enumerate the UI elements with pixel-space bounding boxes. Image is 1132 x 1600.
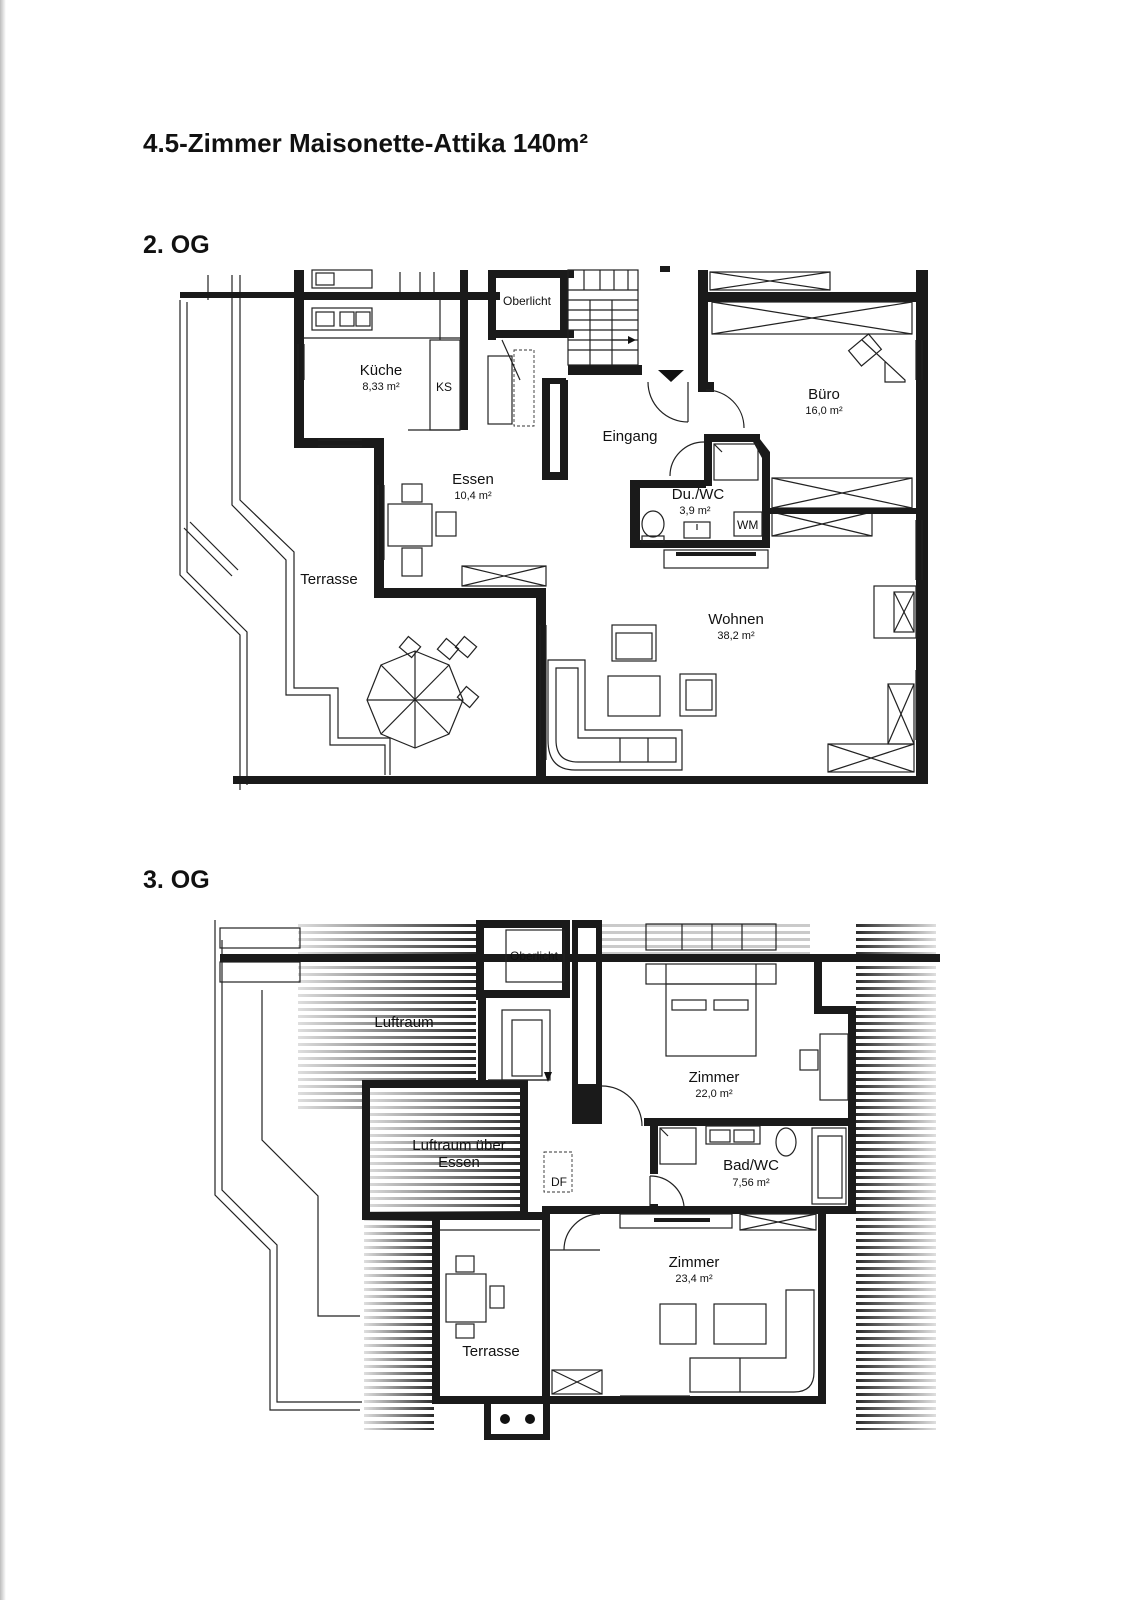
bath-fixtures	[659, 1125, 847, 1205]
zimmer-2-fixtures	[545, 1213, 817, 1397]
room-kueche-area: 8,33 m²	[362, 381, 400, 393]
buero-fixtures	[709, 271, 918, 537]
floor-2-label: 2. OG	[143, 231, 210, 259]
room-buero-name: Büro	[808, 386, 840, 403]
page-title: 4.5-Zimmer Maisonette-Attika 140m²	[143, 128, 589, 158]
room-badwc-area: 7,56 m²	[732, 1177, 770, 1189]
room-zimmer-2-name: Zimmer	[669, 1254, 720, 1271]
shower-wc-fixtures	[641, 443, 769, 569]
room-duwc-name: Du./WC	[672, 486, 725, 503]
room-zimmer-2-area: 23,4 m²	[675, 1273, 713, 1285]
eingang-label: Eingang	[602, 428, 657, 445]
outline-3-og	[214, 920, 362, 1411]
df-label: DF	[551, 1175, 567, 1189]
room-essen-area: 10,4 m²	[454, 490, 492, 502]
stairs-2-og	[487, 269, 639, 427]
luftraum-essen-label-1: Luftraum über	[412, 1137, 505, 1154]
room-essen-name: Essen	[452, 471, 494, 488]
windows-2-og	[297, 340, 923, 760]
room-zimmer-1-name: Zimmer	[689, 1069, 740, 1086]
floor-3-label: 3. OG	[143, 866, 210, 894]
essen-fixtures	[387, 483, 547, 587]
kitchen-fixtures	[304, 269, 461, 431]
labels-3-og: Oberlicht Luftraum Zimmer 22,0 m² Luftra…	[374, 949, 779, 1360]
terrasse-label-2og: Terrasse	[300, 571, 358, 588]
doors-3-og	[550, 1085, 685, 1251]
terrace-table-3og	[440, 1229, 540, 1339]
terrace-outline	[179, 275, 391, 790]
umbrella-table	[366, 635, 480, 749]
oberlicht-label-3og: Oberlicht	[510, 949, 559, 963]
room-duwc-area: 3,9 m²	[679, 505, 711, 517]
room-zimmer-1-area: 22,0 m²	[695, 1088, 733, 1100]
roof-hatching	[298, 920, 936, 1430]
ks-label: KS	[436, 380, 452, 394]
terrasse-label-3og: Terrasse	[462, 1343, 520, 1360]
plan-3-og: Oberlicht Luftraum Zimmer 22,0 m² Luftra…	[214, 920, 940, 1440]
luftraum-essen-label-2: Essen	[438, 1154, 480, 1171]
room-wohnen-name: Wohnen	[708, 611, 764, 628]
room-badwc-name: Bad/WC	[723, 1157, 779, 1174]
room-wohnen-area: 38,2 m²	[717, 630, 755, 642]
wohnen-fixtures	[547, 585, 917, 773]
labels-2-og: Oberlicht Küche 8,33 m² KS Büro 16,0 m² …	[300, 294, 843, 642]
luftraum-label: Luftraum	[374, 1014, 433, 1031]
oberlicht-label-2og: Oberlicht	[503, 294, 552, 308]
wm-label: WM	[737, 518, 758, 532]
entrance	[647, 370, 745, 477]
room-buero-area: 16,0 m²	[805, 405, 843, 417]
page-edge	[0, 0, 6, 1600]
walls-2-og	[180, 266, 928, 784]
room-kueche-name: Küche	[360, 362, 403, 379]
zimmer-1-fixtures	[645, 923, 849, 1101]
plan-2-og: Oberlicht Küche 8,33 m² KS Büro 16,0 m² …	[179, 266, 928, 790]
stairs-3-og	[488, 929, 573, 1193]
